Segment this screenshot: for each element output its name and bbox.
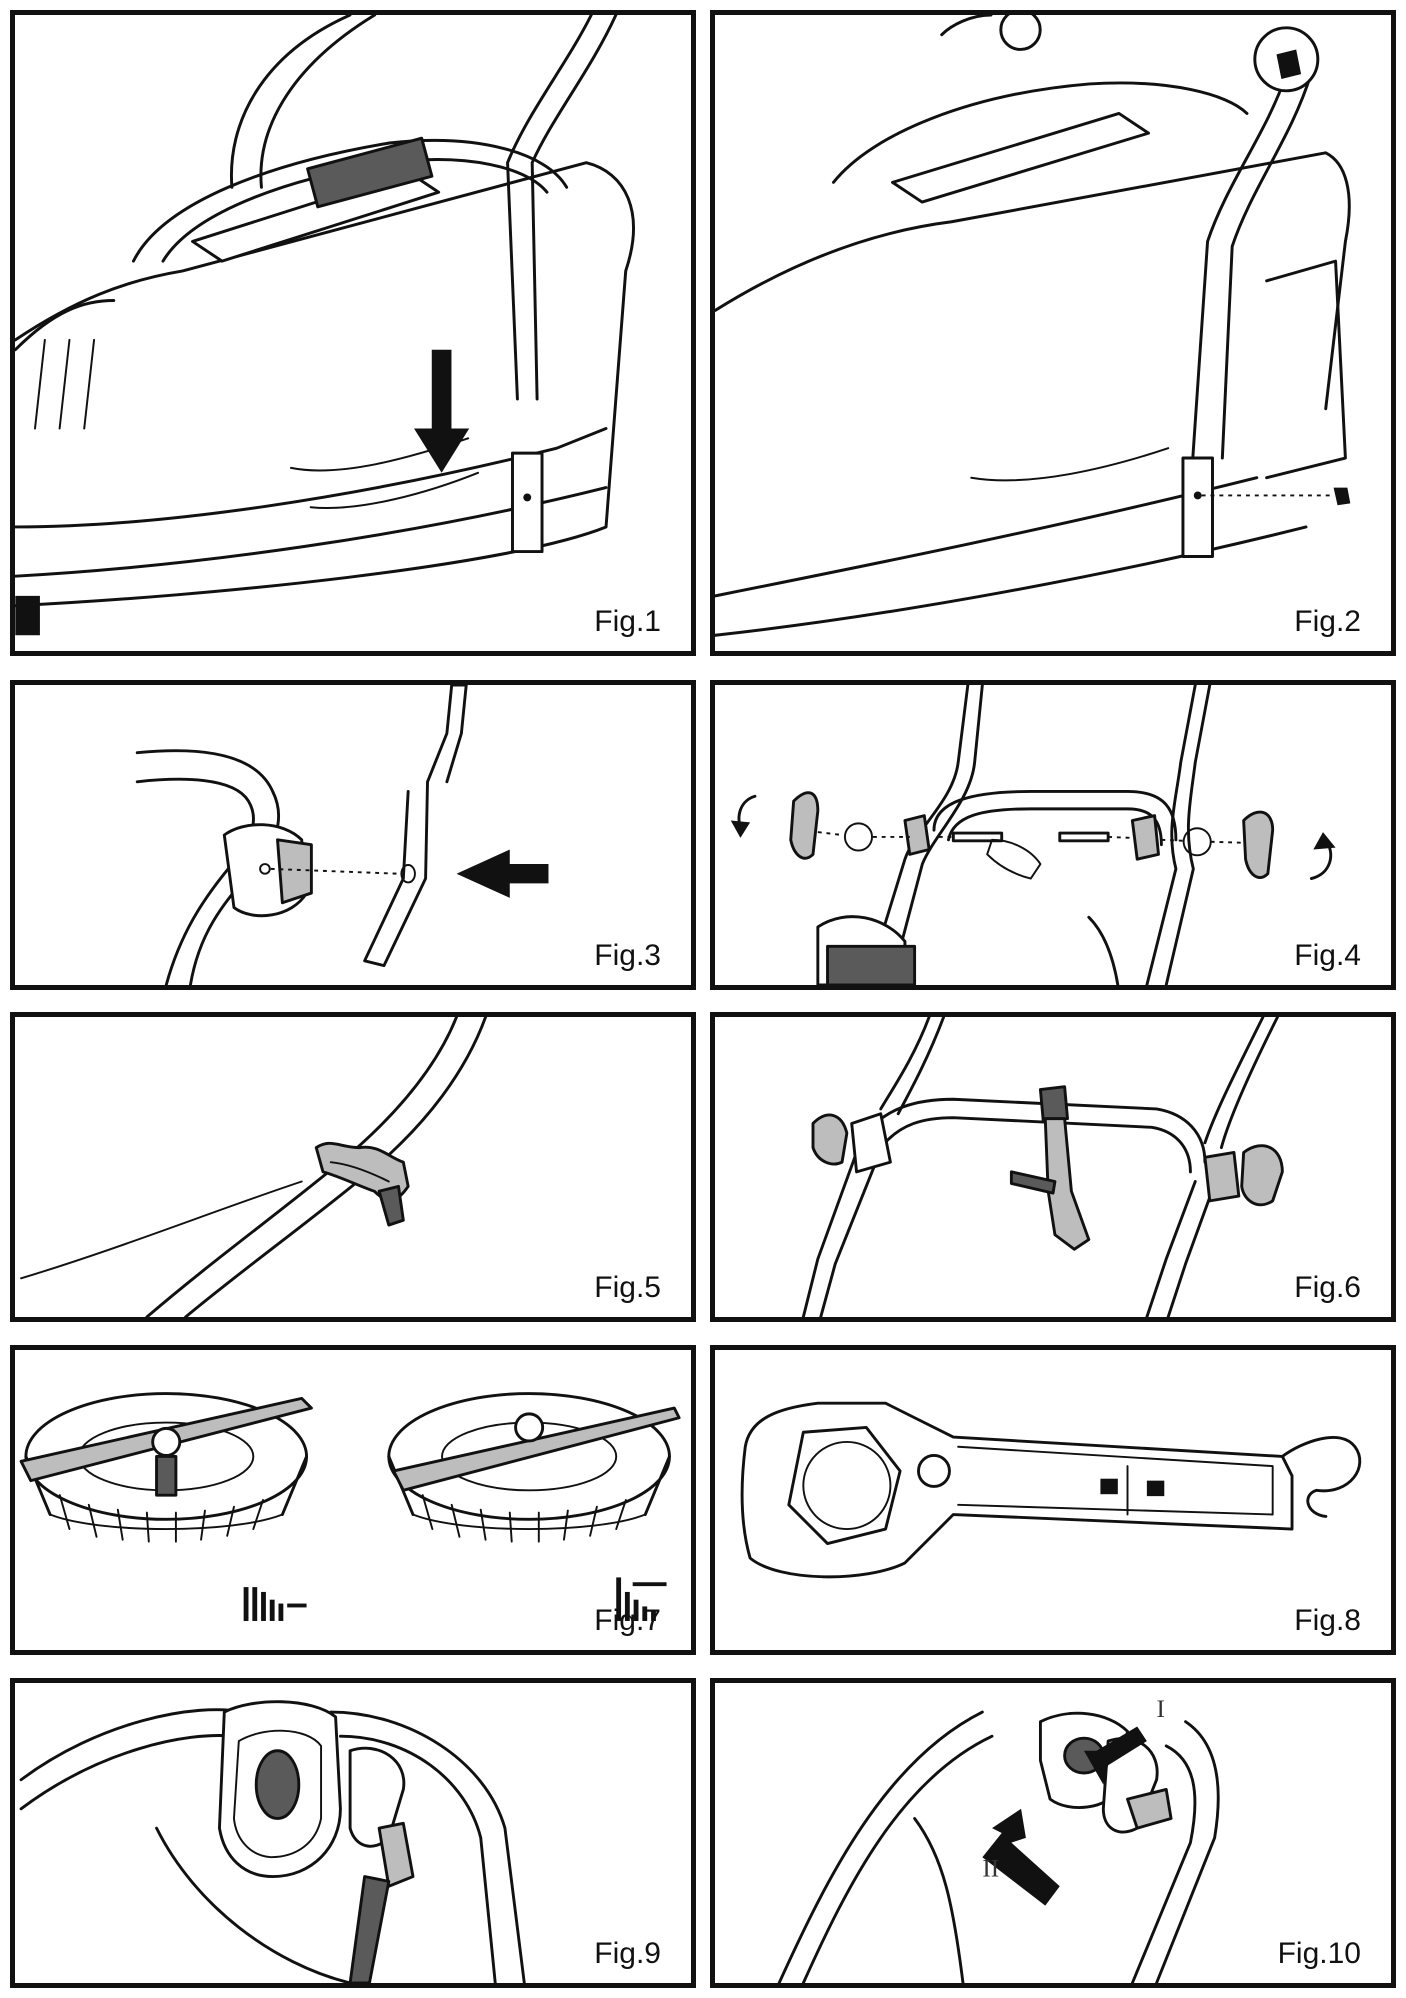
handle-bracket-illustration <box>801 1017 1284 1317</box>
low-height-symbol <box>243 1587 307 1621</box>
handle-knobs-bolts-illustration <box>730 685 1336 985</box>
figure-panel-7: Fig.7 <box>10 1345 696 1655</box>
switch-operation-illustration: I II <box>777 1696 1220 1983</box>
figure-caption: Fig.4 <box>1294 939 1361 972</box>
figure-panel-5: Fig.5 <box>10 1012 696 1322</box>
high-height-symbol <box>616 1577 667 1621</box>
upper-handle-knob-illustration <box>135 685 549 985</box>
figure-panel-4: Fig.4 <box>710 680 1396 990</box>
cable-clip-illustration <box>20 1017 488 1317</box>
blade-spacers-illustration <box>19 1392 681 1621</box>
figure-caption: Fig.9 <box>594 1937 661 1970</box>
figure-caption: Fig.3 <box>594 939 661 972</box>
figure-caption: Fig.10 <box>1277 1937 1361 1970</box>
label-I: I <box>1157 1696 1165 1723</box>
figure-caption: Fig.6 <box>1294 1271 1361 1304</box>
figure-caption: Fig.5 <box>594 1271 661 1304</box>
figure-panel-6: Fig.6 <box>710 1012 1396 1322</box>
figure-panel-2: Fig.2 <box>710 10 1396 656</box>
spanner-tool-illustration <box>740 1401 1362 1579</box>
figure-caption: Fig.1 <box>594 605 661 638</box>
label-II: II <box>982 1856 999 1883</box>
handle-screw-illustration <box>715 15 1351 637</box>
figure-panel-1: Fig.1 <box>10 10 696 656</box>
figure-panel-3: Fig.3 <box>10 680 696 990</box>
figure-caption: Fig.7 <box>594 1604 661 1637</box>
figure-caption: Fig.2 <box>1294 605 1361 638</box>
figure-caption: Fig.8 <box>1294 1604 1361 1637</box>
mower-body-illustration <box>15 15 635 636</box>
figure-panel-10: I II Fig.10 <box>710 1678 1396 1988</box>
figure-panel-8: Fig.8 <box>710 1345 1396 1655</box>
figure-panel-9: Fig.9 <box>10 1678 696 1988</box>
switch-box-illustration <box>19 1700 526 1983</box>
